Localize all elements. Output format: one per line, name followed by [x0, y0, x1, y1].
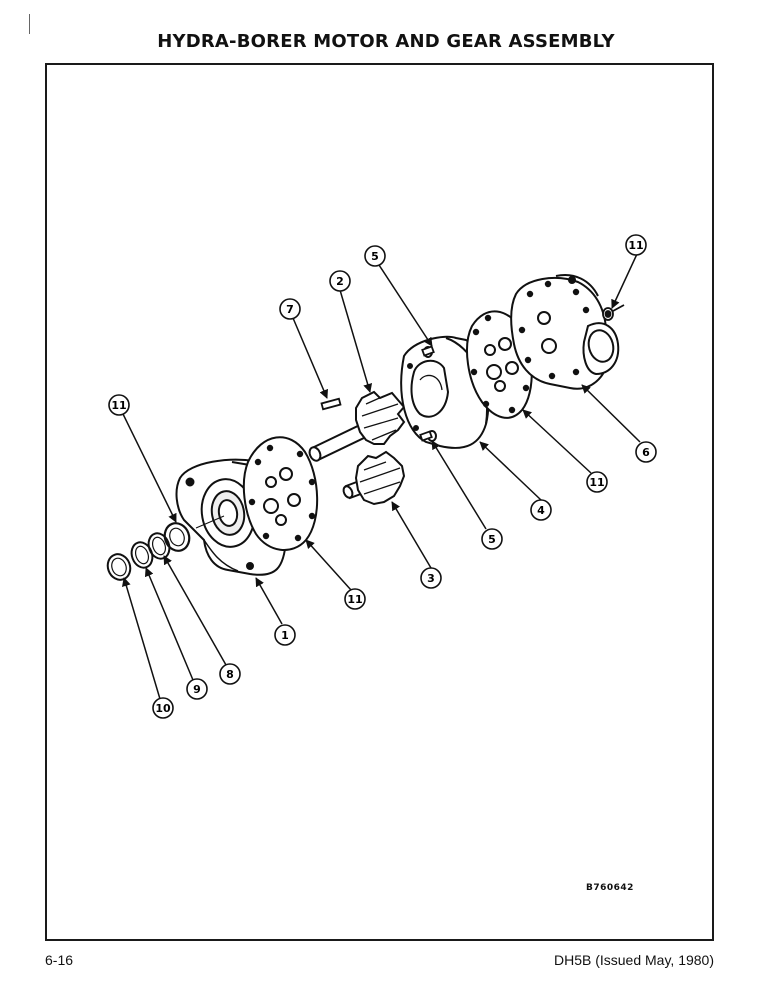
plug-seal-part: [602, 304, 625, 321]
page-number: 6-16: [45, 952, 74, 968]
callout-number: 6: [642, 446, 650, 459]
callout-number: 2: [336, 275, 344, 288]
rear-cover-part: [510, 274, 620, 390]
callout-5-lower: 5: [481, 528, 503, 550]
callout-number: 4: [537, 504, 545, 517]
callout-number: 5: [488, 533, 496, 546]
driven-gear-part: [342, 450, 406, 506]
callout-number: 8: [226, 668, 234, 681]
callout-7: 7: [279, 298, 301, 320]
callout-number: 7: [286, 303, 294, 316]
callout-number: 11: [111, 399, 126, 412]
page-title: HYDRA-BORER MOTOR AND GEAR ASSEMBLY: [157, 31, 615, 52]
gasket-plate-part: [242, 436, 319, 552]
callout-3: 3: [420, 567, 442, 589]
axis-line: [195, 515, 225, 529]
callout-2: 2: [329, 270, 351, 292]
callout-number: 11: [589, 476, 604, 489]
callout-10: 10: [152, 697, 174, 719]
callout-number: 3: [427, 572, 435, 585]
margin-mark: [29, 14, 30, 34]
callout-11-right: 11: [586, 471, 608, 493]
callout-1: 1: [274, 624, 296, 646]
snap-ring-part: [106, 553, 132, 581]
callout-11-center: 11: [344, 588, 366, 610]
drive-gear-part: [308, 390, 406, 462]
figure-frame: [45, 63, 714, 941]
document-reference: DH5B (Issued May, 1980): [553, 952, 714, 968]
callout-8: 8: [219, 663, 241, 685]
callout-number: 9: [193, 683, 201, 696]
callout-number: 10: [155, 702, 171, 715]
o-ring-part: [163, 522, 191, 552]
callout-number: 5: [371, 250, 379, 263]
figure-code: B760642: [586, 883, 634, 893]
seal-part: [147, 532, 171, 560]
callout-number: 1: [281, 629, 289, 642]
callout-11-top-right: 11: [625, 234, 647, 256]
callout-11-left: 11: [108, 394, 130, 416]
leader-lines: [121, 253, 641, 700]
callout-number: 11: [628, 239, 643, 252]
callout-9: 9: [186, 678, 208, 700]
dowel-pin-part: [419, 345, 435, 442]
callout-6: 6: [635, 441, 657, 463]
callout-5-upper: 5: [364, 245, 386, 267]
callout-number: 11: [347, 593, 362, 606]
callout-4: 4: [530, 499, 552, 521]
key-part: [320, 397, 342, 411]
